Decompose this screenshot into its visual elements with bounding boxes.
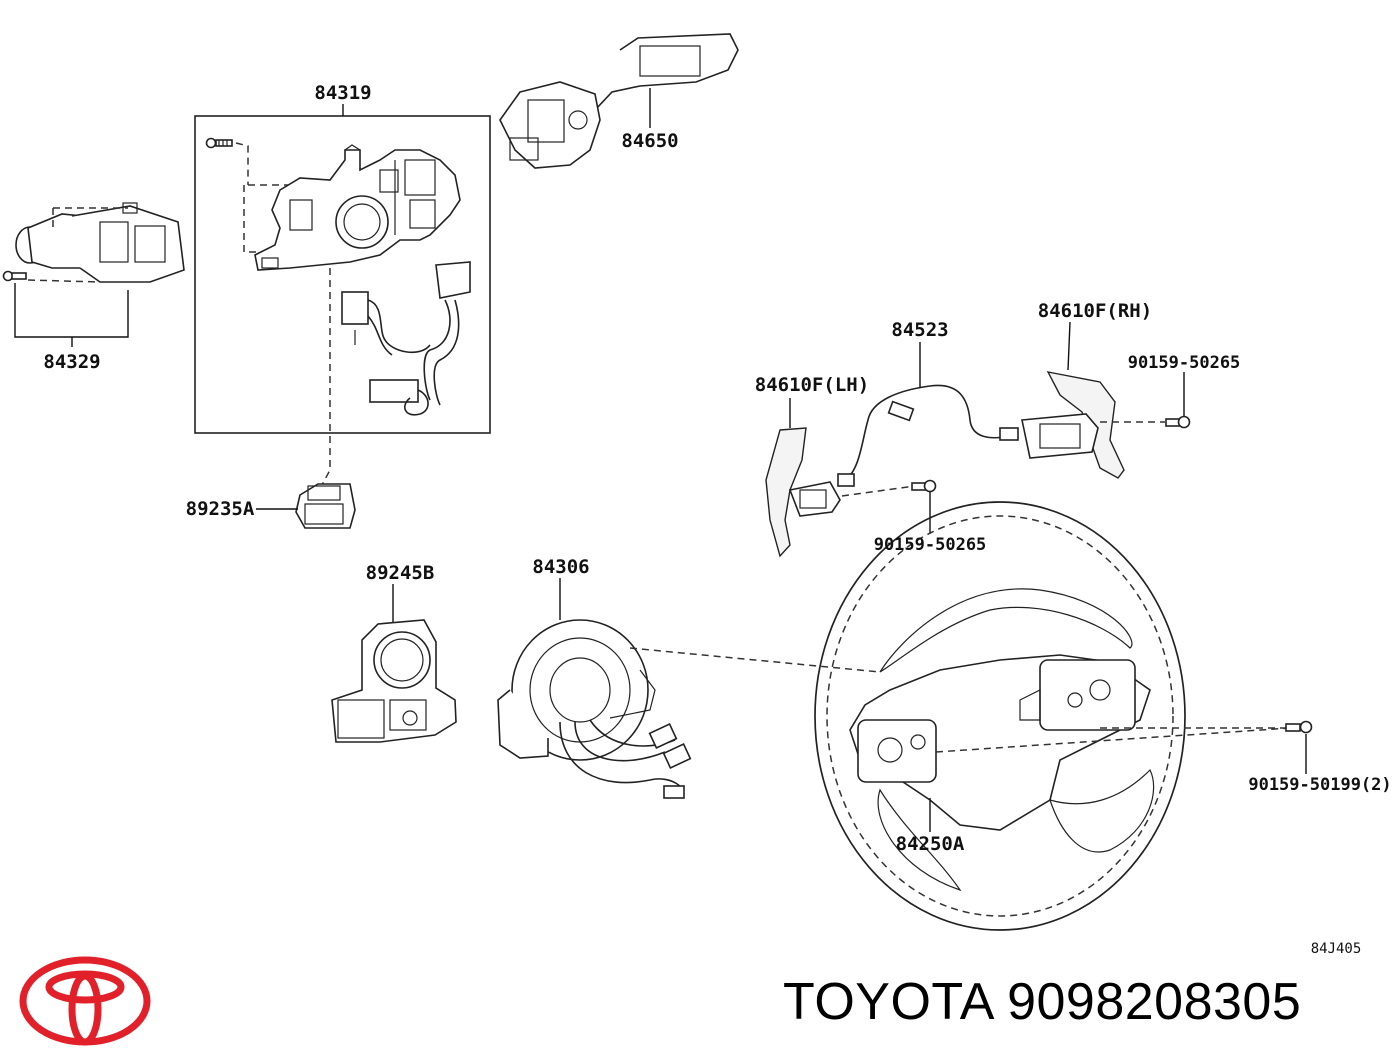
stalk-switch-part-84650 (499, 33, 739, 169)
combination-switch-part-84329 (15, 202, 185, 283)
label-90159-50265-lower: 90159-50265 (874, 535, 987, 555)
column-switch-body-part (254, 144, 461, 271)
paddle-switch-part-rh (1021, 321, 1165, 479)
bracket-leader-84329 (14, 283, 129, 347)
label-84319: 84319 (314, 82, 371, 104)
label-90159-50265-right: 90159-50265 (1128, 353, 1241, 373)
screw-part-84319 (205, 137, 290, 253)
paddle-wire-part-84523 (837, 342, 1019, 487)
label-84610f-rh: 84610F(RH) (1038, 300, 1152, 322)
toyota-logo-icon (19, 956, 151, 1046)
label-84650: 84650 (621, 130, 678, 152)
label-89245b: 89245B (366, 562, 435, 584)
screw-part-84329 (2, 270, 101, 283)
diagram-ref-code: 84J405 (1311, 941, 1362, 957)
screw-part-90159-50265-lower (911, 479, 937, 534)
sensor-part-89235a (256, 483, 356, 529)
label-89235a: 89235A (186, 498, 255, 520)
steering-sensor-part-89245b (331, 584, 457, 743)
brand-part-number: TOYOTA 9098208305 (783, 973, 1302, 1031)
screw-part-90159-50265-right (1165, 372, 1191, 429)
steering-wheel-part (814, 501, 1291, 931)
label-84610f-lh: 84610F(LH) (755, 374, 869, 396)
assembly-box-84319 (194, 104, 491, 434)
paddle-switch-part-lh (765, 398, 916, 558)
label-84523: 84523 (891, 319, 948, 341)
label-84250a: 84250A (896, 833, 965, 855)
label-90159-50199: 90159-50199(2) (1248, 775, 1391, 795)
label-84306: 84306 (532, 556, 589, 578)
spiral-cable-part-84306 (497, 578, 881, 799)
switch-wire-harness-part (341, 261, 471, 416)
screw-part-90159-50199 (1285, 720, 1313, 774)
label-84329: 84329 (43, 351, 100, 373)
